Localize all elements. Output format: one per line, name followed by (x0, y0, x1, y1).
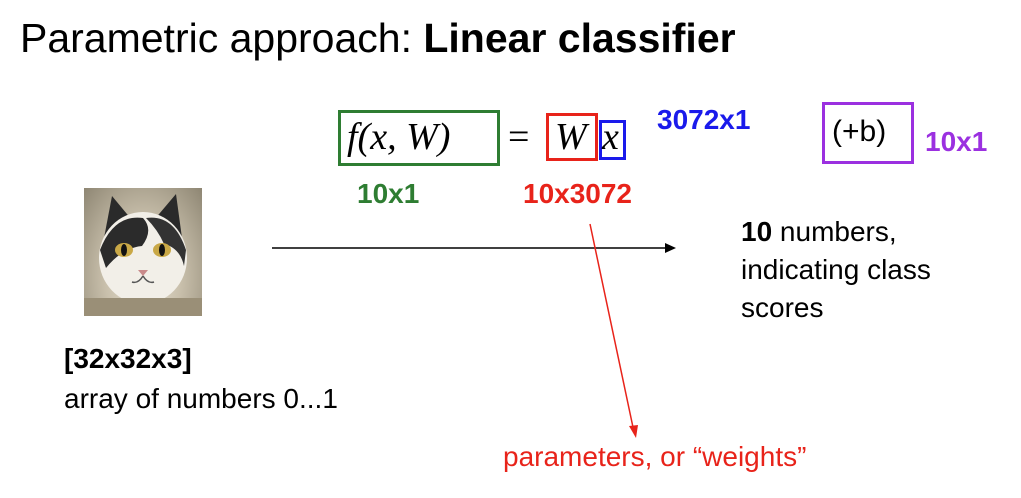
weights-dim-label: 10x3072 (523, 178, 633, 209)
equation-lhs: f(x, W) (347, 116, 451, 158)
input-dim-label: 3072x1 (657, 104, 751, 135)
bias-box (822, 102, 914, 164)
page-title: Parametric approach: Linear classifier (20, 14, 736, 62)
weights-pointer-arrow (589, 223, 638, 438)
equation-equals: = (508, 116, 530, 158)
weights-box (546, 113, 598, 161)
weights-caption: parameters, or “weights” (503, 441, 807, 472)
output-count: 10 (741, 216, 773, 247)
output-caption: 10 numbers, indicating class scores (741, 213, 931, 327)
equation-W: W (555, 116, 587, 158)
title-prefix: Parametric approach: (20, 15, 424, 61)
title-bold: Linear classifier (423, 15, 736, 61)
cat-image (84, 188, 202, 316)
input-description: array of numbers 0...1 (64, 383, 338, 414)
input-box (599, 120, 626, 160)
cat-drawing (84, 194, 202, 316)
bias-dim-label: 10x1 (925, 126, 988, 157)
input-shape-label: [32x32x3] (64, 343, 192, 374)
equation-x: x (602, 116, 619, 158)
output-dim-label: 10x1 (357, 178, 420, 209)
main-arrow (272, 243, 676, 253)
output-caption-line1-rest: numbers, (772, 216, 897, 247)
output-caption-line1: 10 numbers, (741, 213, 931, 251)
output-caption-line2: indicating class (741, 254, 931, 285)
output-caption-line3: scores (741, 292, 824, 323)
equation-bias: (+b) (832, 115, 887, 148)
output-box (338, 110, 500, 166)
